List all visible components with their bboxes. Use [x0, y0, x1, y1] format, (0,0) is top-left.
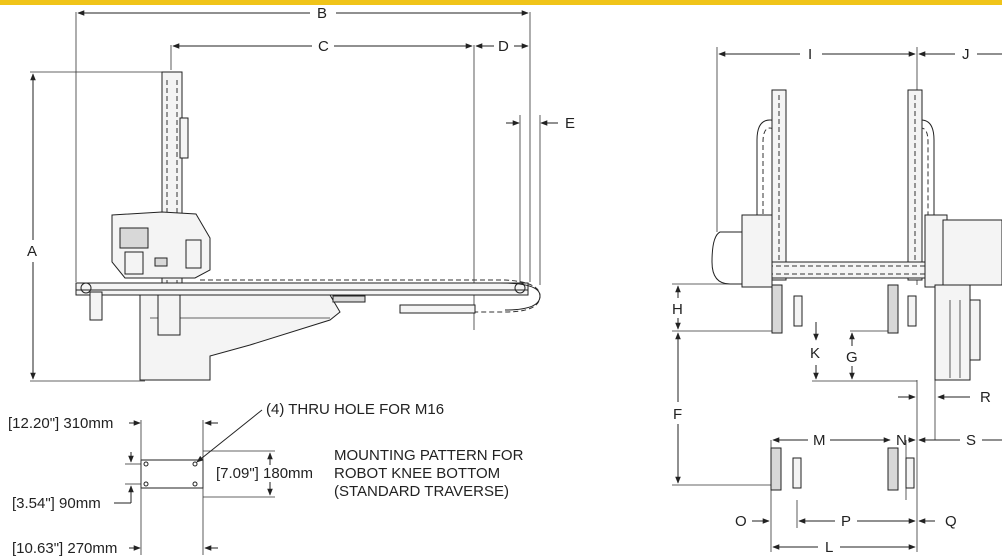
- dim-r-label: R: [980, 389, 991, 406]
- hole-note: (4) THRU HOLE FOR M16: [266, 401, 444, 418]
- dim-f-label: F: [673, 406, 682, 423]
- dim-g-label: G: [846, 349, 858, 366]
- dim-o-label: O: [735, 513, 747, 530]
- dim-j-label: J: [962, 46, 970, 63]
- dim-m-label: M: [813, 432, 826, 449]
- mounting-title-line-3: (STANDARD TRAVERSE): [334, 483, 509, 500]
- mounting-title-line-2: ROBOT KNEE BOTTOM: [334, 465, 500, 482]
- dim-h-label: H: [672, 301, 683, 318]
- width-310-label: [12.20"] 310mm: [8, 415, 113, 432]
- height-180-label: [7.09"] 180mm: [216, 465, 313, 482]
- mounting-pattern: [114, 409, 275, 555]
- dim-b-label: B: [317, 5, 327, 22]
- mounting-title-line-1: MOUNTING PATTERN FOR: [334, 447, 524, 464]
- dim-e-label: E: [565, 115, 575, 132]
- dim-s-label: S: [966, 432, 976, 449]
- dim-k-label: K: [810, 345, 820, 362]
- offset-90-label: [3.54"] 90mm: [12, 495, 101, 512]
- width-270-label: [10.63"] 270mm: [12, 540, 117, 557]
- dim-a-label: A: [27, 243, 37, 260]
- side-view: [30, 10, 558, 382]
- dim-d-label: D: [498, 38, 509, 55]
- top-accent-bar: [0, 0, 1002, 5]
- dim-l-label: L: [825, 539, 833, 556]
- dim-i-label: I: [808, 46, 812, 63]
- dim-p-label: P: [841, 513, 851, 530]
- dim-q-label: Q: [945, 513, 957, 530]
- dim-c-label: C: [318, 38, 329, 55]
- front-view: [672, 47, 1002, 552]
- dim-n-label: N: [896, 432, 907, 449]
